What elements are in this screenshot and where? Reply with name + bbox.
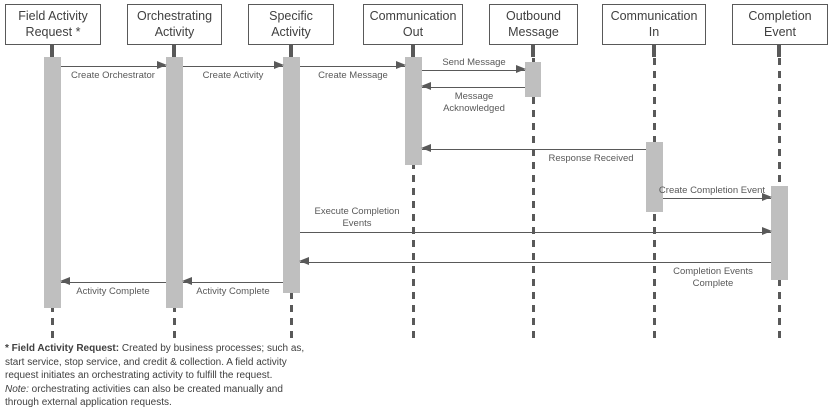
message-label-create-completion-event: Create Completion Event <box>658 185 766 196</box>
message-label-create-activity: Create Activity <box>202 70 264 81</box>
message-label-execute-completion-events: Execute Completion Events <box>314 206 400 229</box>
footnote: * Field Activity Request: Created by bus… <box>5 342 425 407</box>
message-label-activity-complete-specific: Activity Complete <box>196 286 270 297</box>
footnote-line: Note: orchestrating activities can also … <box>5 383 283 395</box>
lifeline-box-field-activity-request: Field Activity Request * <box>5 4 101 45</box>
message-label-create-message: Create Message <box>318 70 388 81</box>
arrow-message-acknowledged <box>421 82 525 91</box>
lifeline-stub <box>289 45 293 57</box>
arrow-create-message <box>300 61 406 70</box>
lifeline-box-communication-out: Communication Out <box>363 4 463 45</box>
footnote-line: * Field Activity Request: Created by bus… <box>5 343 305 354</box>
lifeline-communication-out <box>412 45 415 338</box>
activation-bar-outbound-message <box>525 62 541 97</box>
arrow-completion-events-complete <box>299 257 771 266</box>
lifeline-stub <box>652 45 656 57</box>
lifeline-outbound-message <box>532 45 535 338</box>
lifeline-box-orchestrating-activity: Orchestrating Activity <box>127 4 222 45</box>
lifeline-box-communication-in: Communication In <box>602 4 706 45</box>
arrow-execute-completion-events <box>300 227 772 236</box>
message-label-send-message: Send Message <box>442 57 506 68</box>
lifeline-box-specific-activity: Specific Activity <box>248 4 334 45</box>
lifeline-box-outbound-message: Outbound Message <box>489 4 578 45</box>
activation-bar-communication-in <box>646 142 663 212</box>
activation-bar-communication-out <box>405 57 422 165</box>
message-label-message-acknowledged: Message Acknowledged <box>443 91 505 114</box>
arrow-create-activity <box>183 61 284 70</box>
footnote-bold-lead: * Field Activity Request: <box>5 343 120 354</box>
footnote-line: request initiates an orchestrating activ… <box>5 370 273 381</box>
activation-bar-specific-activity <box>283 57 300 293</box>
footnote-line: start service, stop service, and credit … <box>5 356 287 368</box>
lifeline-stub <box>50 45 54 57</box>
arrow-create-completion-event <box>663 193 772 202</box>
arrow-create-orchestrator <box>61 61 167 70</box>
message-label-response-received: Response Received <box>548 153 634 164</box>
lifeline-stub <box>172 45 176 57</box>
activation-bar-orchestrating-activity <box>166 57 183 308</box>
lifeline-stub <box>777 45 781 57</box>
message-label-create-orchestrator: Create Orchestrator <box>71 70 155 81</box>
footnote-line: through external application requests. <box>5 397 172 407</box>
arrow-activity-complete-specific <box>182 277 283 286</box>
arrow-response-received <box>421 144 646 153</box>
message-label-completion-events-complete: Completion Events Complete <box>673 266 753 289</box>
lifeline-stub <box>411 45 415 57</box>
activation-bar-completion-event <box>771 186 788 280</box>
activation-bar-field-activity-request <box>44 57 61 308</box>
arrow-send-message <box>422 65 526 74</box>
lifeline-stub <box>531 45 535 57</box>
message-label-activity-complete-orchestrating: Activity Complete <box>76 286 150 297</box>
arrow-activity-complete-orchestrating <box>60 277 166 286</box>
lifeline-box-completion-event: Completion Event <box>732 4 828 45</box>
footnote-note-lead: Note: <box>5 383 29 395</box>
